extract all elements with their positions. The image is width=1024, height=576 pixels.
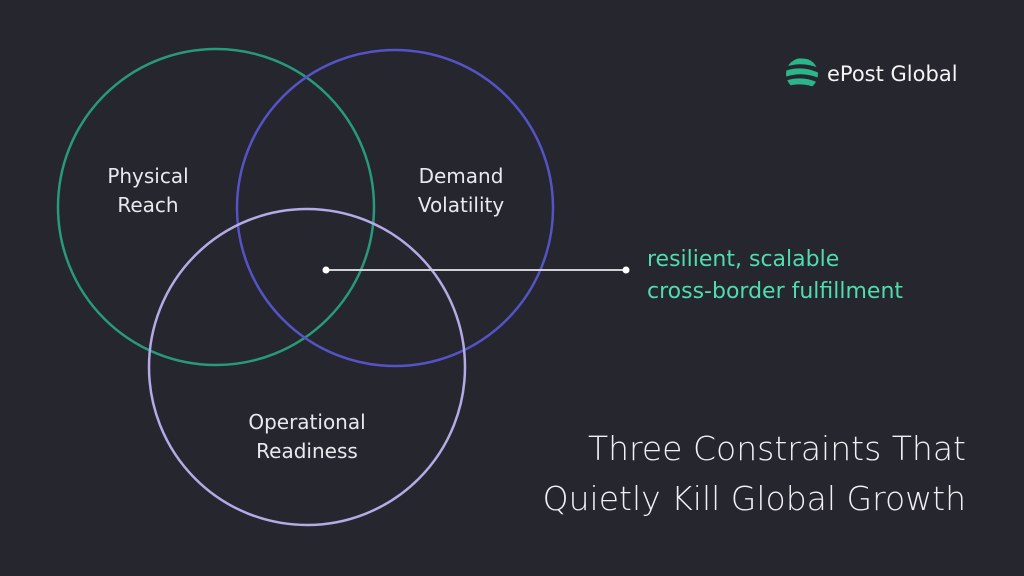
label-line: Reach: [117, 193, 179, 217]
circle-demand-volatility: [235, 48, 555, 368]
circle-physical-reach: [56, 47, 376, 367]
label-demand-volatility: Demand Volatility: [361, 162, 561, 220]
label-line: Demand: [418, 164, 504, 188]
label-line: Operational: [248, 410, 366, 434]
title-line: Three Constraints That: [587, 429, 966, 468]
brand-name: ePost Global: [827, 62, 958, 86]
annotation-line: cross-border fulfillment: [647, 279, 904, 304]
callout-dot-start: [322, 266, 330, 274]
label-operational-readiness: Operational Readiness: [207, 408, 407, 466]
intersection-annotation: resilient, scalable cross-border fulfill…: [647, 244, 903, 308]
title-line: Quietly Kill Global Growth: [542, 479, 966, 518]
label-line: Readiness: [256, 439, 358, 463]
annotation-line: resilient, scalable: [647, 247, 840, 272]
brand-logo: ePost Global: [785, 57, 958, 91]
label-line: Volatility: [417, 193, 505, 217]
circle-operational-readiness: [147, 207, 467, 527]
callout-dot-end: [622, 266, 630, 274]
slide-title: Three Constraints That Quietly Kill Glob…: [543, 424, 966, 524]
label-line: Physical: [107, 164, 189, 188]
globe-wave-icon: [786, 58, 818, 89]
label-physical-reach: Physical Reach: [48, 162, 248, 220]
